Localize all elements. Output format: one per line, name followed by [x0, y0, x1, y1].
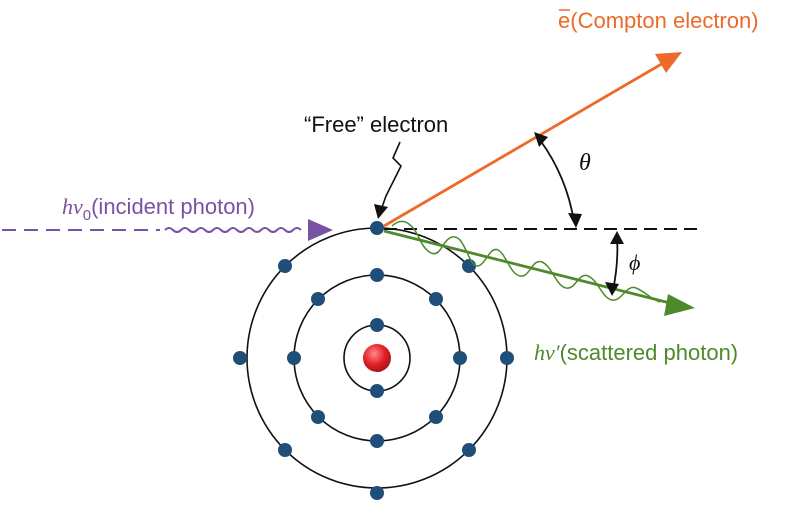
electron	[453, 351, 467, 365]
free-electron-label: “Free” electron	[304, 112, 448, 137]
theta-angle	[534, 132, 582, 228]
electron	[278, 443, 292, 457]
electron	[429, 292, 443, 306]
phi-angle	[605, 231, 624, 296]
electron	[429, 410, 443, 424]
electron	[500, 351, 514, 365]
incident-arrowhead	[308, 219, 333, 241]
scattered-photon	[383, 220, 695, 316]
electron	[370, 268, 384, 282]
pointer-zigzag	[380, 141, 402, 211]
pointer-arrowhead	[374, 204, 388, 219]
incident-wave	[164, 227, 302, 233]
phi-arrow-bottom	[605, 282, 619, 296]
scattered-wave	[391, 220, 661, 303]
atom	[233, 221, 514, 500]
theta-arc	[539, 139, 575, 223]
phi-label: ϕ	[629, 250, 640, 275]
compton-arrowhead	[655, 52, 682, 73]
nucleus	[363, 344, 391, 372]
scattered-arrowhead	[664, 294, 695, 316]
electron	[311, 292, 325, 306]
scattered-line	[383, 229, 671, 305]
outer-electrons	[233, 221, 514, 500]
electron	[370, 384, 384, 398]
free-electron-pointer	[374, 141, 402, 219]
theta-arrow-top	[534, 132, 548, 147]
compton-line	[383, 60, 666, 228]
inner-electrons	[370, 318, 384, 398]
electron	[370, 486, 384, 500]
free-electron-dot	[370, 221, 384, 235]
electron	[311, 410, 325, 424]
electron	[370, 434, 384, 448]
incident-photon	[2, 219, 333, 241]
incident-photon-label: hν0(incident photon)	[62, 194, 255, 224]
middle-electrons	[287, 268, 467, 448]
electron	[278, 259, 292, 273]
electron	[370, 318, 384, 332]
compton-electron-label: e(Compton electron)	[558, 8, 759, 33]
theta-arrow-bottom	[568, 213, 582, 228]
electron	[287, 351, 301, 365]
phi-arc	[612, 235, 619, 291]
compton-electron-arrow	[383, 52, 682, 228]
scattered-photon-label: hν′(scattered photon)	[534, 340, 738, 365]
theta-label: θ	[579, 150, 591, 176]
phi-arrow-top	[610, 231, 624, 244]
electron	[462, 259, 476, 273]
electron	[462, 443, 476, 457]
electron	[233, 351, 247, 365]
